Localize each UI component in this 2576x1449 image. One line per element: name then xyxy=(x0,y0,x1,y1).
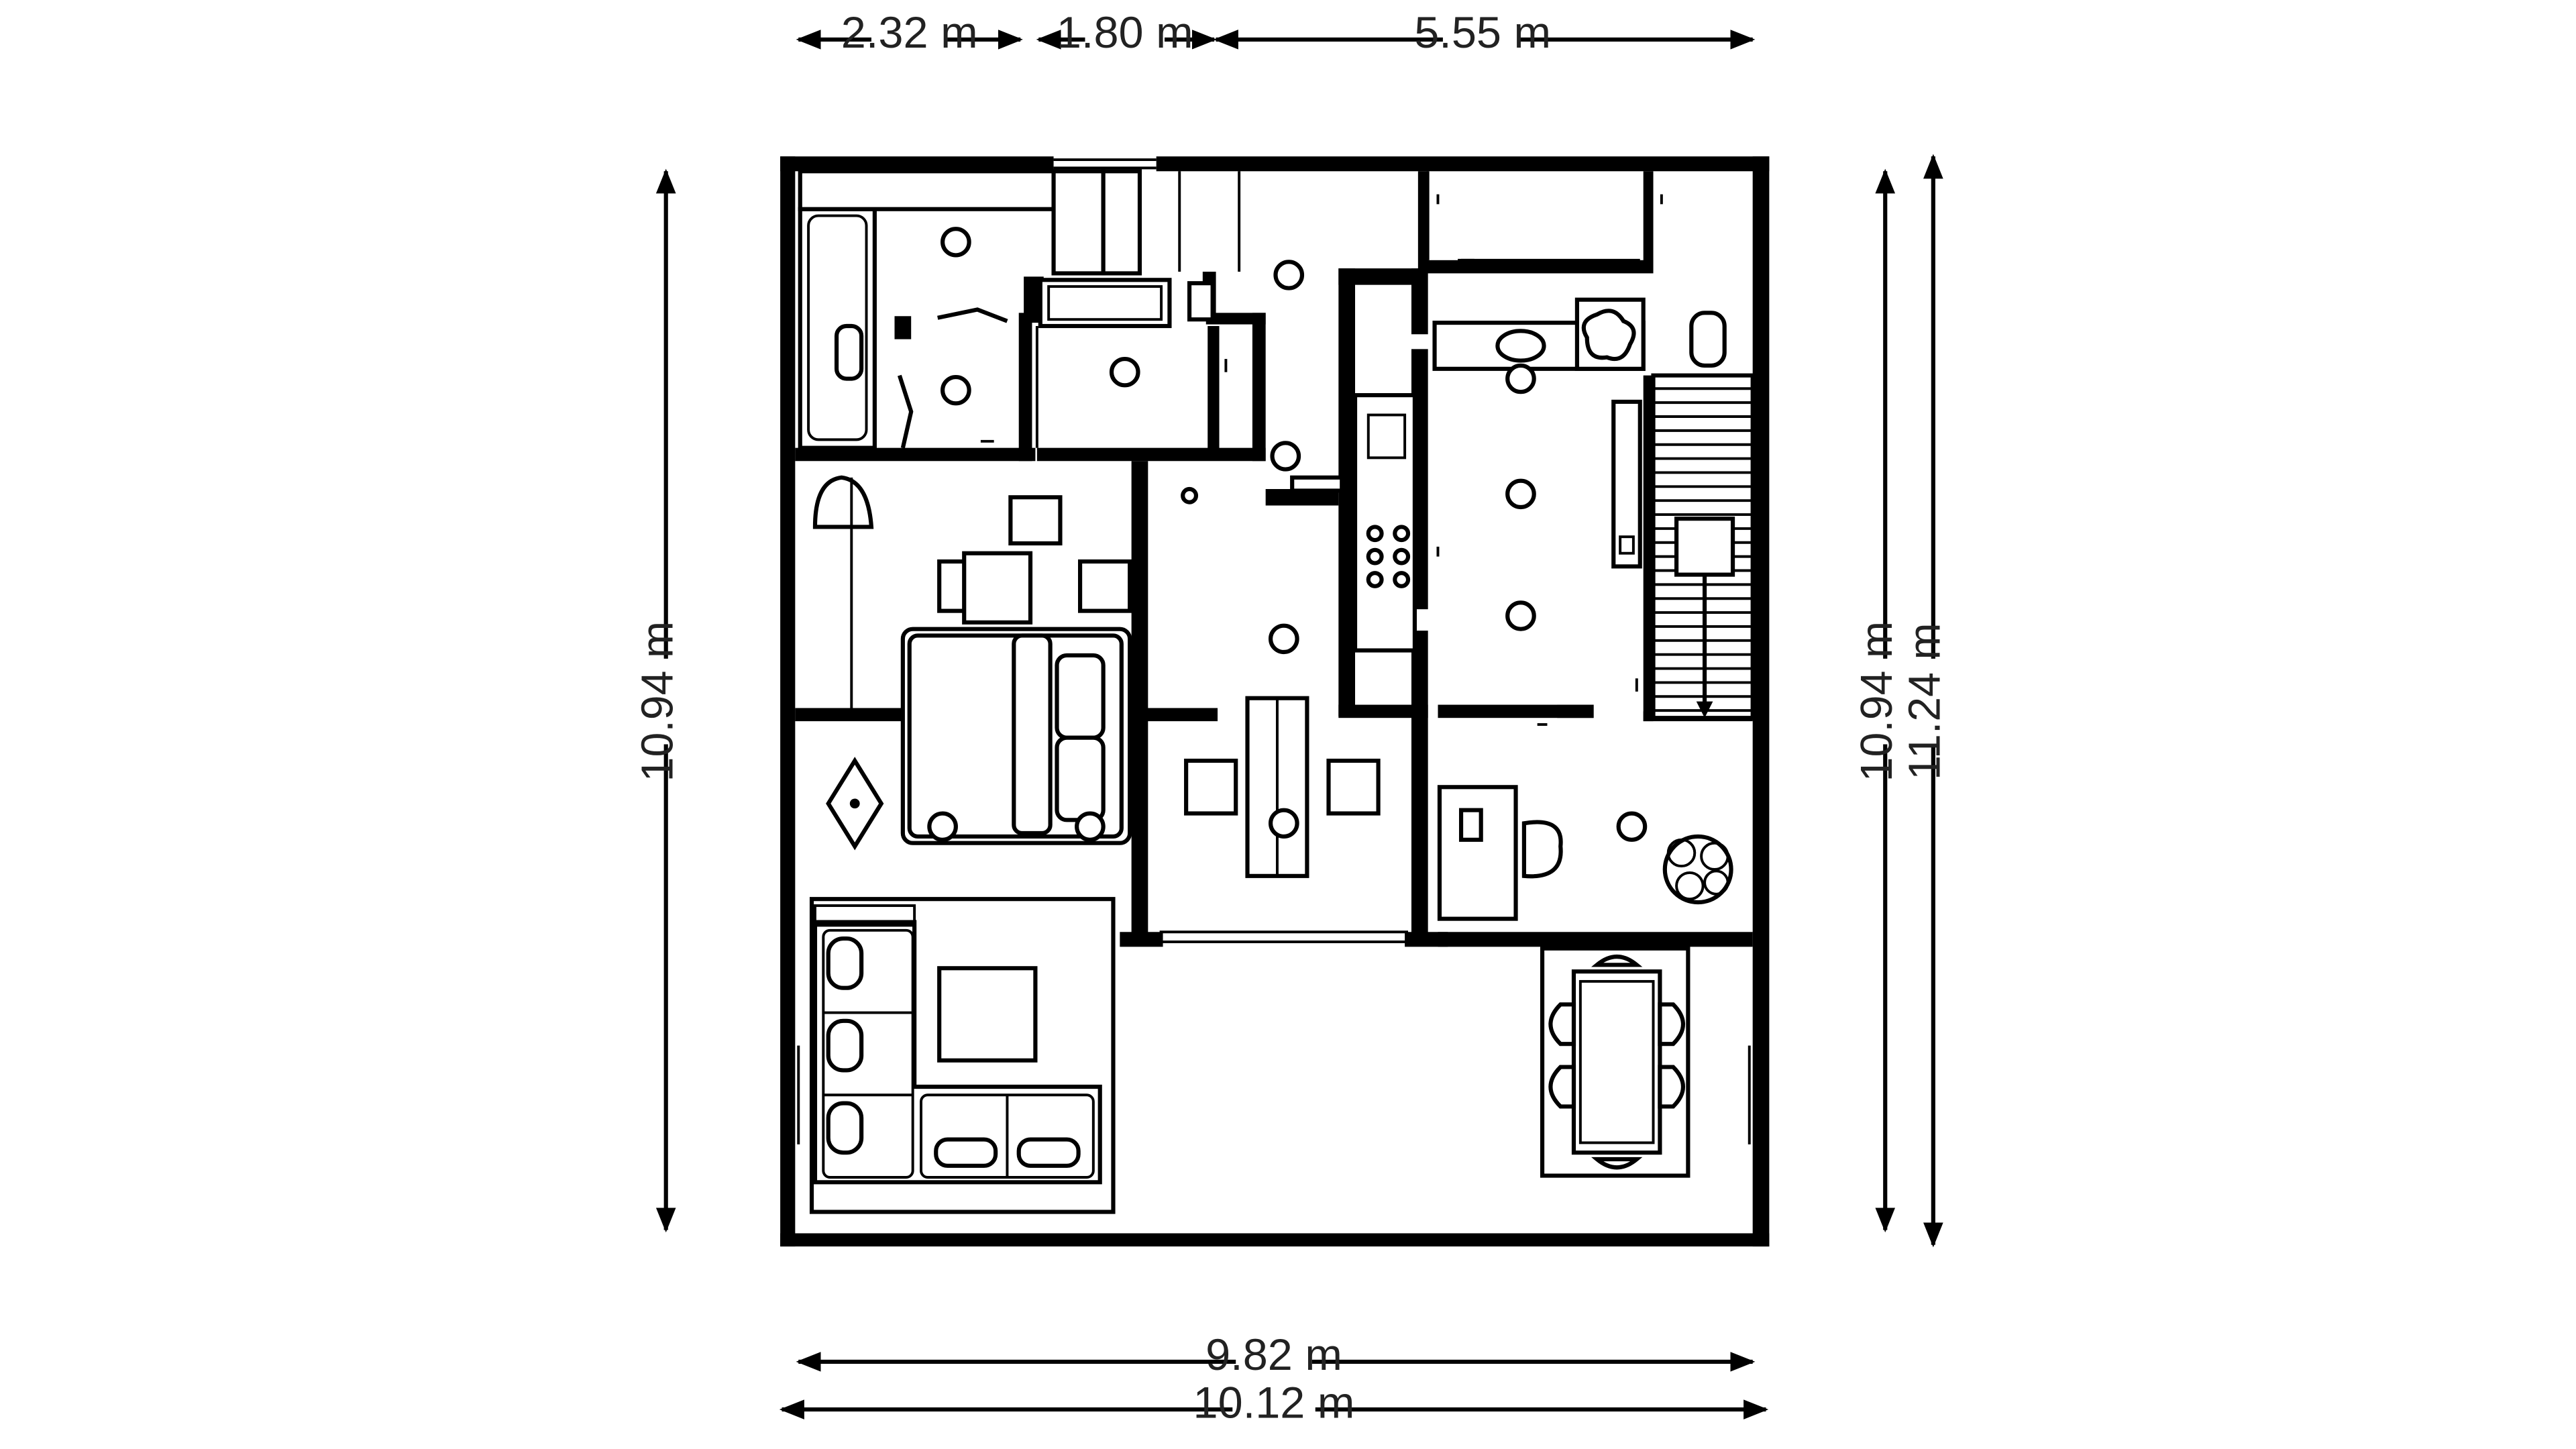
entry-area xyxy=(1178,171,1344,493)
dimension-bottom-label-1: 9.82 m xyxy=(1205,1330,1342,1380)
dimension-right-1: 10.94 m xyxy=(1852,168,1902,1233)
dimension-bottom-2: 10.12 m xyxy=(779,1379,1769,1428)
dimension-right-label-2: 11.24 m xyxy=(1900,623,1950,780)
dimension-top-2: 1.80 m xyxy=(1036,8,1217,58)
closet xyxy=(1426,171,1663,262)
dimension-right-label-1: 10.94 m xyxy=(1852,621,1902,782)
ceiling-light-icon xyxy=(1270,441,1301,472)
dimension-top-label-1: 2.32 m xyxy=(841,8,978,58)
ceiling-light-icon xyxy=(1616,811,1648,842)
hallway xyxy=(1505,399,1642,692)
dimension-top-label-2: 1.80 m xyxy=(1057,8,1193,58)
bed-icon xyxy=(900,627,1132,845)
ceiling-light-icon xyxy=(1505,478,1536,510)
dining-table-icon xyxy=(937,495,1132,625)
middle-room xyxy=(1159,486,1409,943)
dimension-left: 10.94 m xyxy=(633,168,683,1233)
toilet-icon xyxy=(834,323,864,381)
dimension-left-label: 10.94 m xyxy=(633,621,682,782)
living-room xyxy=(809,897,1116,1214)
bathroom xyxy=(798,169,1059,450)
plant-icon xyxy=(1581,309,1636,362)
dimension-top-label-3: 5.55 m xyxy=(1414,8,1551,58)
bedroom-left xyxy=(812,475,1132,851)
ceiling-light-icon xyxy=(1268,808,1299,839)
ceiling-light-icon xyxy=(1505,600,1536,631)
rug-icon xyxy=(1540,946,1690,1178)
ceiling-light-icon xyxy=(1268,623,1299,655)
sink-icon xyxy=(1366,413,1407,460)
windows xyxy=(795,158,1753,1238)
dimension-top-1: 2.32 m xyxy=(796,8,1023,58)
desk-icon xyxy=(1437,785,1518,921)
bathroom-2 xyxy=(1432,297,1727,394)
staircase-icon xyxy=(1651,373,1755,720)
dimension-top-3: 5.55 m xyxy=(1213,8,1756,58)
dining-area xyxy=(1540,946,1690,1178)
rug-icon xyxy=(809,897,1116,1214)
ceiling-light-icon xyxy=(1505,363,1536,394)
toilet-icon xyxy=(1689,311,1727,368)
stove-icon xyxy=(1366,525,1411,588)
coffee-table-icon xyxy=(937,966,1038,1063)
chair-icon xyxy=(1521,820,1563,879)
ceiling-light-icon xyxy=(1273,260,1305,290)
ceiling-light-icon xyxy=(941,375,971,406)
chair-icon xyxy=(812,475,874,529)
utility-room xyxy=(1035,169,1228,448)
sink-icon xyxy=(1495,329,1546,363)
plant-icon xyxy=(1662,834,1733,905)
office xyxy=(1437,710,1733,921)
dining-table-icon xyxy=(1571,969,1662,1155)
dimension-bottom-label-2: 10.12 m xyxy=(1193,1379,1355,1428)
dimension-bottom-1: 9.82 m xyxy=(796,1330,1756,1380)
sofa-icon xyxy=(812,904,1102,1185)
kitchen xyxy=(1352,393,1440,653)
rug-icon xyxy=(826,757,884,851)
ceiling-light-icon xyxy=(1109,357,1140,388)
ceiling-light-icon xyxy=(941,227,971,258)
dimension-right-2: 11.24 m xyxy=(1900,154,1950,1248)
